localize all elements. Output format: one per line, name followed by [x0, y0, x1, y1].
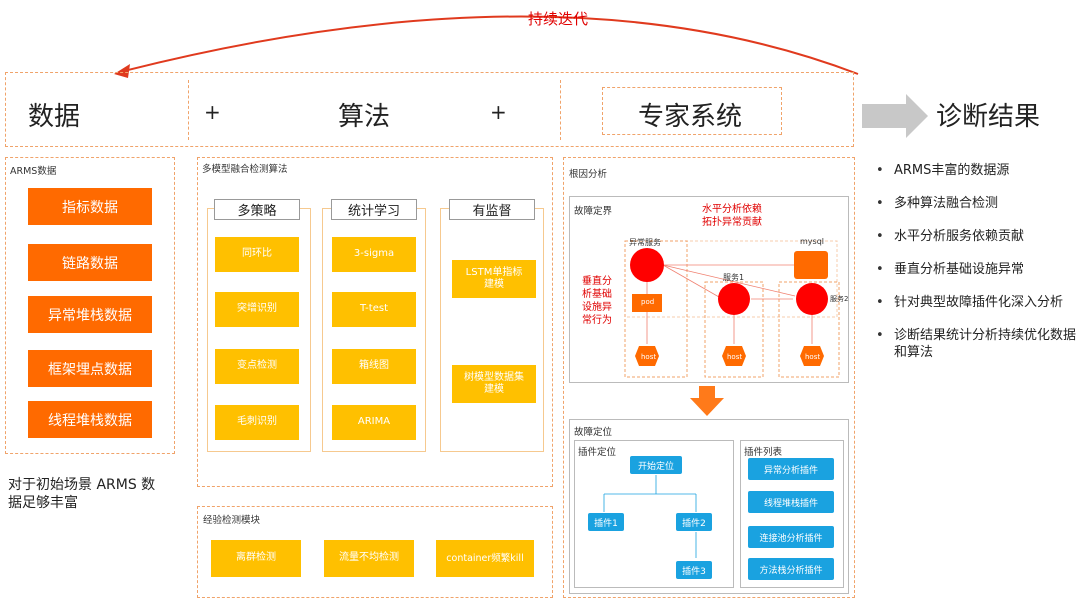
algo-1-3: ARIMA [332, 405, 416, 440]
header-row-box [5, 72, 854, 147]
label-service2: 服务2 [830, 295, 849, 303]
plugin-node-1: 插件1 [588, 513, 624, 531]
algorithms-panel [197, 157, 553, 487]
result-item-0: ARMS丰富的数据源 [876, 163, 1076, 180]
plugin-list-item-3: 方法栈分析插件 [748, 558, 834, 580]
result-item-1: 多种算法融合检测 [876, 196, 1076, 213]
exp-item-0: 离群检测 [211, 540, 301, 577]
result-item-4: 针对典型故障插件化深入分析 [876, 295, 1076, 312]
plugin-node-3: 插件3 [676, 561, 712, 579]
arms-title: ARMS数据 [10, 166, 57, 177]
header-plus-2: + [490, 100, 507, 124]
col-header-1: 统计学习 [331, 199, 417, 220]
label-mysql: mysql [800, 237, 824, 246]
topology-diagram [624, 240, 840, 378]
vertical-note: 垂直分析基础设施异常行为 [582, 276, 612, 326]
algo-1-2: 箱线图 [332, 349, 416, 384]
plugin-locate-title: 插件定位 [578, 447, 617, 458]
label-abnormal-service: 异常服务 [629, 238, 661, 247]
col-header-0: 多策略 [214, 199, 300, 220]
header-plus-1: + [204, 100, 221, 124]
arms-panel [5, 157, 175, 454]
algo-0-0: 同环比 [215, 237, 299, 272]
plugin-list-item-0: 异常分析插件 [748, 458, 834, 480]
exp-item-2: container频繁kill [436, 540, 534, 577]
plugin-list-box [740, 440, 844, 588]
algo-2-0: LSTM单指标建模 [452, 260, 536, 298]
arms-item-1: 链路数据 [28, 244, 152, 281]
arms-item-4: 线程堆栈数据 [28, 401, 152, 438]
label-service1: 服务1 [723, 273, 745, 282]
header-divider-2 [560, 80, 561, 140]
experience-title: 经验检测模块 [203, 515, 261, 526]
col-header-2: 有监督 [449, 199, 535, 220]
arms-note: 对于初始场景 ARMS 数据足够丰富 [8, 477, 156, 512]
plugin-locate-box [574, 440, 734, 588]
fault-locate-box [569, 419, 849, 594]
fault-boundary-title: 故障定界 [574, 206, 613, 217]
result-item-5: 诊断结果统计分析持续优化数据和算法 [876, 328, 1076, 362]
arms-item-0: 指标数据 [28, 188, 152, 225]
algo-2-1: 树模型数据集建模 [452, 365, 536, 403]
plugin-flow-lines [603, 475, 697, 558]
header-result: 诊断结果 [936, 102, 1041, 132]
plugin-list-item-1: 线程堆栈插件 [748, 491, 834, 513]
algo-1-1: T-test [332, 292, 416, 327]
expert-system-box [602, 87, 782, 135]
horizontal-note: 水平分析依赖拓扑异常贡献 [702, 204, 762, 228]
experience-panel [197, 506, 553, 598]
start-locate-node: 开始定位 [630, 456, 682, 474]
col-box-2 [440, 208, 544, 452]
label-pod: pod [641, 298, 655, 306]
header-algorithm: 算法 [338, 102, 391, 132]
label-host-2: host [727, 353, 743, 361]
plugin-list-title: 插件列表 [744, 447, 783, 458]
header-expert-system: 专家系统 [638, 102, 743, 132]
algo-1-0: 3-sigma [332, 237, 416, 272]
plugin-list-item-2: 连接池分析插件 [748, 526, 834, 548]
root-cause-title: 根因分析 [569, 169, 608, 180]
arms-item-2: 异常堆栈数据 [28, 296, 152, 333]
header-divider-1 [188, 80, 189, 140]
algo-0-2: 变点检测 [215, 349, 299, 384]
exp-item-1: 流量不均检测 [324, 540, 414, 577]
label-host-1: host [641, 353, 657, 361]
down-arrow-icon [690, 386, 724, 416]
algo-0-3: 毛刺识别 [215, 405, 299, 440]
result-arrow-icon [862, 94, 928, 138]
algo-0-1: 突增识别 [215, 292, 299, 327]
arms-item-3: 框架埋点数据 [28, 350, 152, 387]
fault-locate-title: 故障定位 [574, 427, 613, 438]
iteration-label: 持续迭代 [528, 10, 589, 28]
header-data: 数据 [28, 102, 81, 132]
result-item-3: 垂直分析基础设施异常 [876, 262, 1076, 279]
root-cause-panel [563, 157, 855, 598]
label-host-3: host [805, 353, 821, 361]
fault-boundary-box [569, 196, 849, 383]
algorithms-title: 多模型融合检测算法 [202, 164, 288, 175]
iteration-arrow [114, 15, 859, 78]
result-item-2: 水平分析服务依赖贡献 [876, 229, 1076, 246]
plugin-node-2: 插件2 [676, 513, 712, 531]
